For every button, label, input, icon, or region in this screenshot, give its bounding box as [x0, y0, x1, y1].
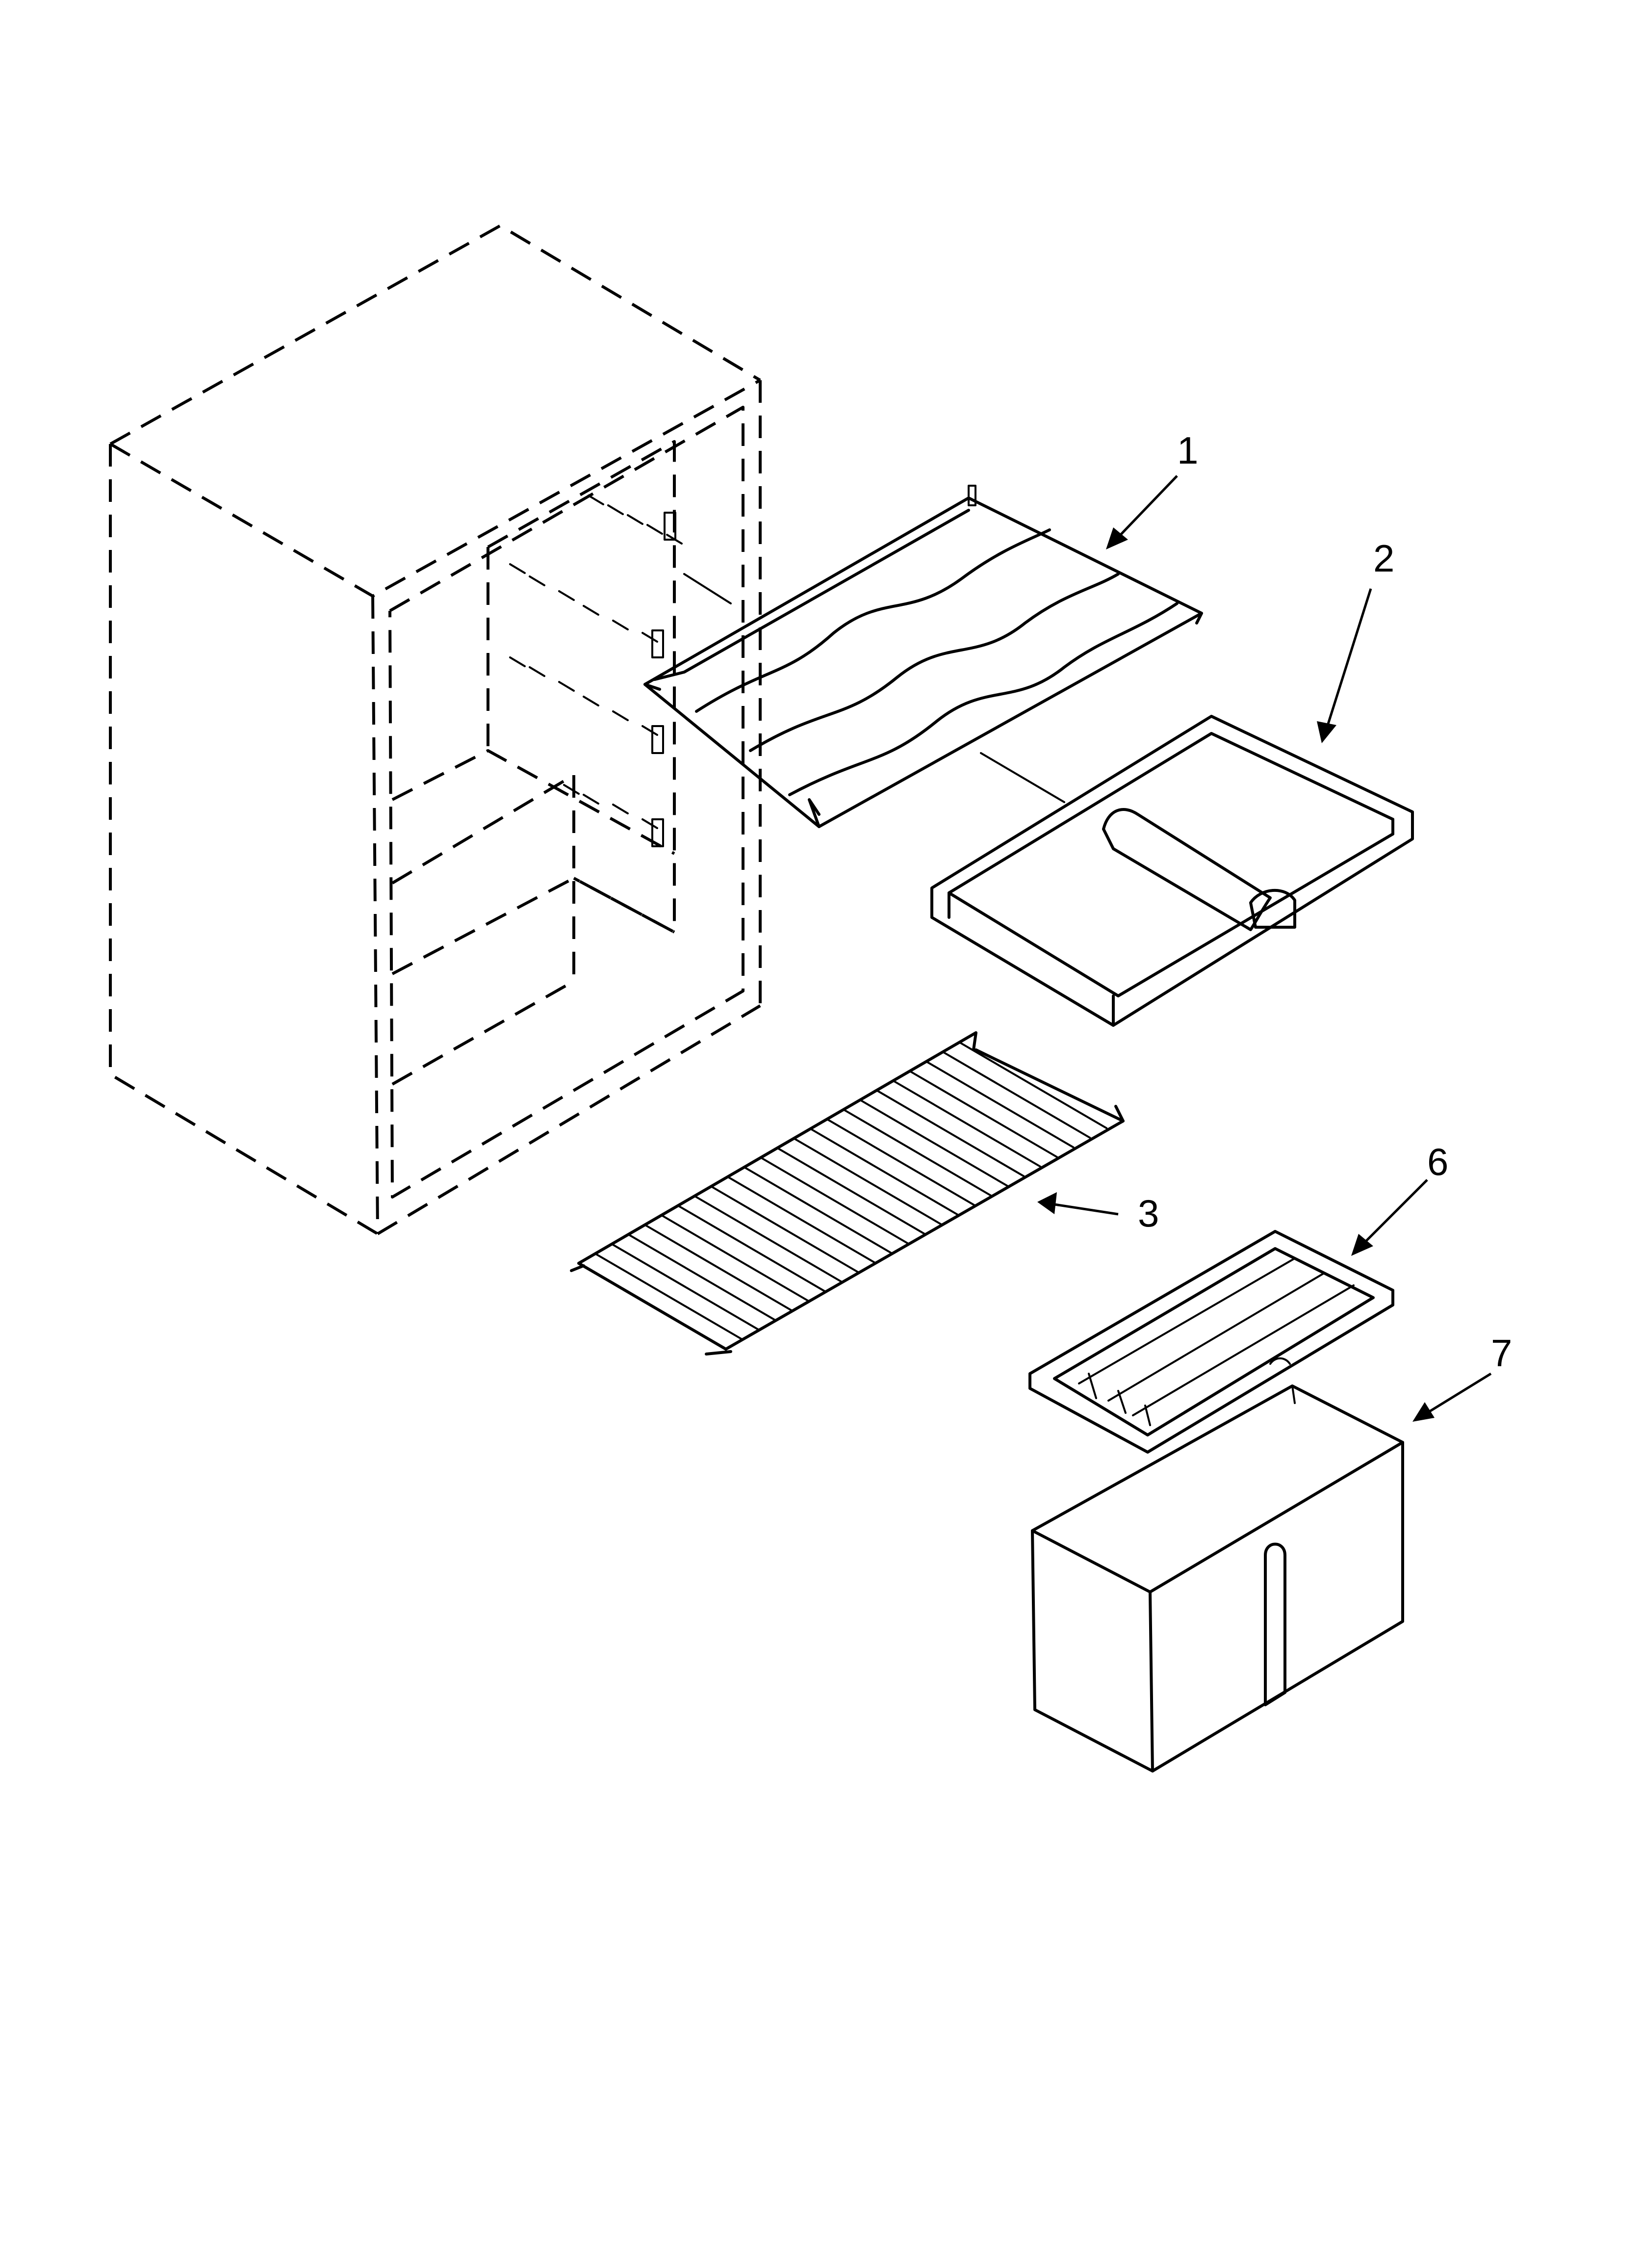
alignment-line — [683, 573, 732, 604]
wire-shelf-part — [570, 1031, 1125, 1356]
shelf-wire — [627, 1233, 777, 1322]
shelf-wire — [826, 1118, 975, 1206]
shelf-wire — [776, 1147, 925, 1235]
alignment-line — [980, 752, 1065, 803]
shelf-wire — [594, 1252, 744, 1341]
shelf-wire — [693, 1195, 843, 1283]
cabinet-outline — [109, 224, 762, 1235]
shelf-wire — [892, 1079, 1042, 1168]
shelf-wire — [859, 1099, 1008, 1187]
shelf-wire — [710, 1185, 859, 1274]
shelf-wire — [611, 1243, 760, 1331]
shelf-wires — [594, 1041, 1108, 1341]
callout-1: 1 — [1177, 429, 1198, 472]
shelf-wire — [809, 1127, 959, 1216]
shelf-wire — [793, 1137, 942, 1225]
callout-3: 3 — [1138, 1192, 1159, 1235]
shelf-wire — [760, 1156, 909, 1245]
tray-part — [930, 715, 1414, 1027]
bin-cover-part — [1028, 1230, 1394, 1454]
callout-2: 2 — [1373, 537, 1394, 580]
shelf-wire — [958, 1041, 1108, 1129]
shelf-wire — [875, 1089, 1025, 1177]
shelf-rail-slots — [509, 495, 683, 847]
callout-6: 6 — [1427, 1140, 1448, 1183]
callout-leaders — [1037, 475, 1492, 1422]
shelf-wire — [677, 1204, 826, 1293]
shelf-wire — [909, 1070, 1058, 1158]
shelf-wire — [660, 1214, 810, 1303]
storage-bin-part — [1031, 1384, 1404, 1773]
shelf-wire — [743, 1166, 893, 1254]
wine-rack-part — [643, 485, 1203, 828]
shelf-wire — [644, 1224, 793, 1312]
callout-7: 7 — [1491, 1331, 1512, 1375]
shelf-wire — [726, 1175, 876, 1264]
shelf-wire — [843, 1108, 992, 1197]
shelf-wire — [925, 1060, 1075, 1148]
shelf-wire — [942, 1051, 1091, 1139]
